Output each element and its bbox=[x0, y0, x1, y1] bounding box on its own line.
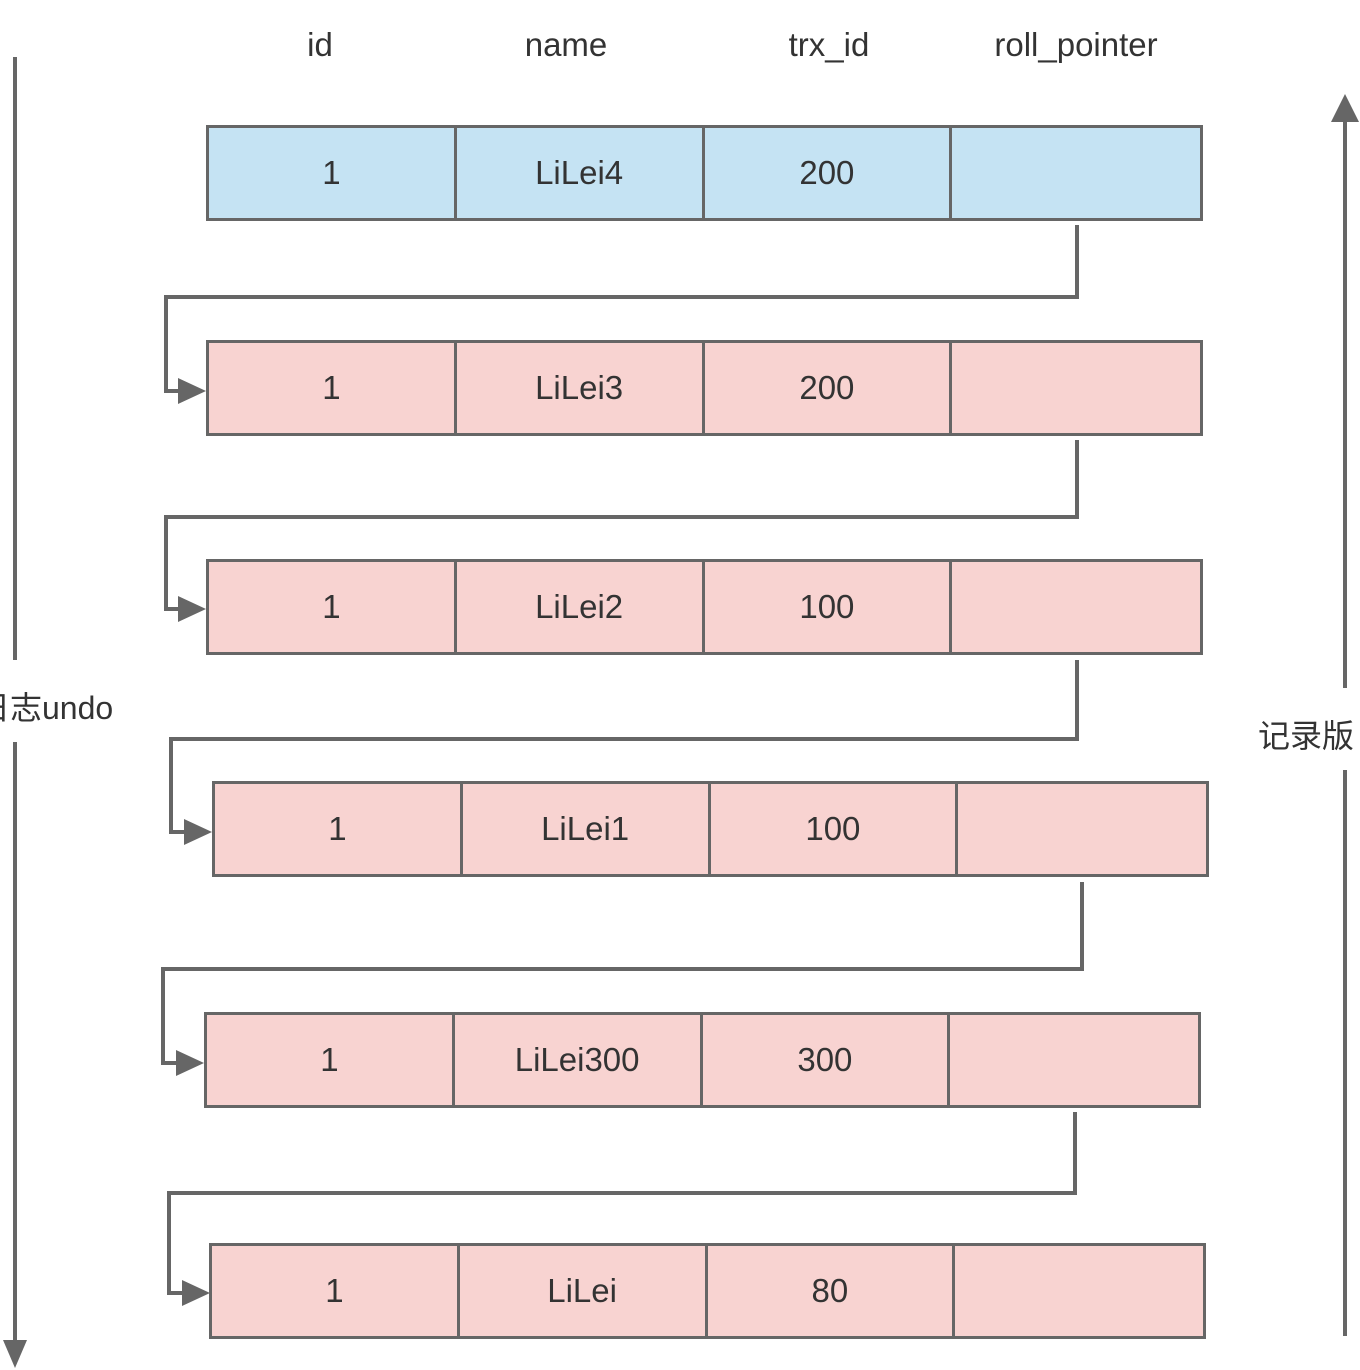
column-header-id: id bbox=[307, 26, 333, 63]
column-header-trx-id: trx_id bbox=[788, 26, 870, 63]
pointer-connector-5 bbox=[167, 1112, 1077, 1295]
column-header-name: name bbox=[524, 26, 608, 63]
pointer-connector-1 bbox=[164, 225, 1079, 393]
cell-roll-pointer bbox=[952, 128, 1200, 218]
undo-record-row: 1 LiLei2 100 bbox=[206, 559, 1203, 655]
cell-name: LiLei bbox=[460, 1246, 708, 1336]
pointer-arrowhead-1 bbox=[178, 378, 206, 404]
cell-id: 1 bbox=[209, 562, 457, 652]
undo-record-row: 1 LiLei 80 bbox=[209, 1243, 1206, 1339]
cell-trx-id: 200 bbox=[705, 128, 953, 218]
cell-trx-id: 80 bbox=[708, 1246, 956, 1336]
pointer-arrowhead-4 bbox=[176, 1050, 204, 1076]
cell-trx-id: 200 bbox=[705, 343, 953, 433]
undo-record-row: 1 LiLei3 200 bbox=[206, 340, 1203, 436]
right-arrowhead-up bbox=[1331, 94, 1359, 122]
left-arrowhead-down bbox=[3, 1340, 27, 1368]
cell-roll-pointer bbox=[958, 784, 1206, 874]
cell-id: 1 bbox=[207, 1015, 455, 1105]
undo-record-row: 1 LiLei300 300 bbox=[204, 1012, 1201, 1108]
cell-name: LiLei2 bbox=[457, 562, 705, 652]
cell-roll-pointer bbox=[952, 343, 1200, 433]
pointer-arrowhead-3 bbox=[184, 819, 212, 845]
cell-roll-pointer bbox=[950, 1015, 1198, 1105]
cell-id: 1 bbox=[215, 784, 463, 874]
cell-name: LiLei1 bbox=[463, 784, 711, 874]
cell-id: 1 bbox=[209, 343, 457, 433]
pointer-connector-4 bbox=[161, 882, 1084, 1065]
cell-id: 1 bbox=[212, 1246, 460, 1336]
pointer-connector-2 bbox=[164, 440, 1079, 611]
cell-name: LiLei4 bbox=[457, 128, 705, 218]
cell-trx-id: 100 bbox=[705, 562, 953, 652]
record-row-current: 1 LiLei4 200 bbox=[206, 125, 1203, 221]
cell-trx-id: 100 bbox=[711, 784, 959, 874]
left-axis-label: 日志undo bbox=[0, 683, 114, 729]
undo-record-row: 1 LiLei1 100 bbox=[212, 781, 1209, 877]
cell-trx-id: 300 bbox=[703, 1015, 951, 1105]
cell-id: 1 bbox=[209, 128, 457, 218]
pointer-arrowhead-5 bbox=[182, 1280, 210, 1306]
cell-roll-pointer bbox=[955, 1246, 1203, 1336]
column-header-roll-pointer: roll_pointer bbox=[994, 26, 1158, 63]
pointer-connector-3 bbox=[169, 660, 1079, 834]
pointer-arrowhead-2 bbox=[178, 596, 206, 622]
cell-name: LiLei3 bbox=[457, 343, 705, 433]
cell-roll-pointer bbox=[952, 562, 1200, 652]
cell-name: LiLei300 bbox=[455, 1015, 703, 1105]
right-axis-label: 记录版 bbox=[1258, 711, 1355, 757]
